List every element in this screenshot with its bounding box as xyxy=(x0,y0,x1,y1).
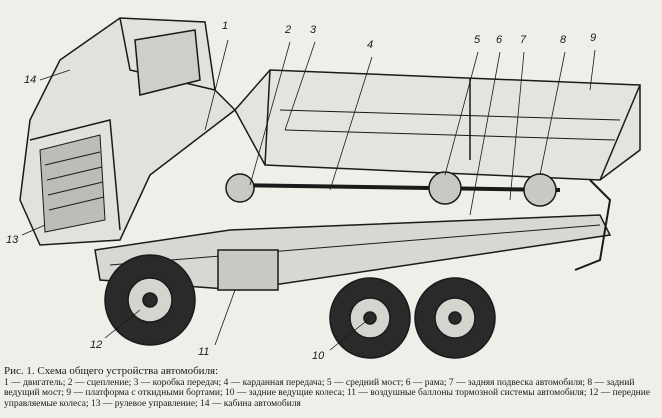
callout-13: 13 xyxy=(6,234,19,246)
callout-12: 12 xyxy=(90,339,103,351)
callout-3: 3 xyxy=(310,24,317,36)
truck-cutaway-diagram xyxy=(19,17,641,359)
callout-6: 6 xyxy=(496,34,503,46)
callout-8: 8 xyxy=(560,34,567,46)
callout-11: 11 xyxy=(198,346,210,358)
callout-4: 4 xyxy=(367,39,374,51)
callout-9: 9 xyxy=(590,32,597,44)
callout-14: 14 xyxy=(24,74,37,86)
caption-title: Рис. 1. Схема общего устройства автомоби… xyxy=(4,365,219,377)
platform xyxy=(234,69,641,181)
callout-7: 7 xyxy=(520,34,527,46)
front-wheel xyxy=(104,254,196,346)
engine xyxy=(39,134,106,233)
rear-wheel-2 xyxy=(414,277,496,359)
callout-5: 5 xyxy=(474,34,481,46)
callout-10: 10 xyxy=(312,350,325,362)
callout-2: 2 xyxy=(285,24,292,36)
callout-1: 1 xyxy=(222,20,229,32)
air-tanks xyxy=(217,249,279,291)
caption-legend: 1 — двигатель; 2 — сцепление; 3 — коробк… xyxy=(4,377,651,409)
drive-shaft xyxy=(229,183,561,192)
figure-caption: Рис. 1. Схема общего устройства автомоби… xyxy=(4,366,660,409)
